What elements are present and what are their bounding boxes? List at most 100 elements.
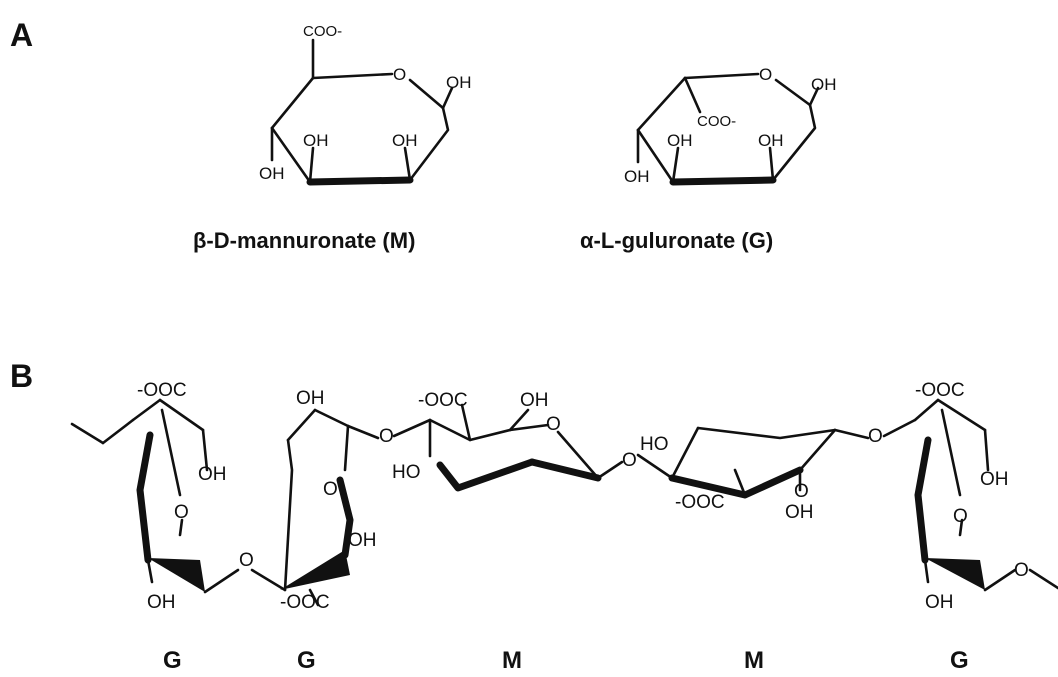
m1-bond-to-link [596,460,624,480]
m2-carboxylate-label: -OOC [675,492,725,513]
g2-carboxylate-label: -OOC [280,592,330,613]
m-bond-oh-mid1 [308,146,315,184]
g1-wedge-c1 [148,558,205,592]
g3-ring-o-label: O [953,506,968,527]
unit-label-g3: G [950,647,969,674]
g2-oh-right-label: OH [348,530,377,551]
link-oxygen-3: O [622,450,637,471]
m2-oh-bottom-label: OH [785,502,814,523]
g1-carboxylate-label: -OOC [137,380,187,401]
m-ring-bond-c5-o [311,72,394,80]
g2-wedge-c1 [280,550,350,590]
m-ring-bond-o-c1 [408,78,445,110]
m1-ring-o-label: O [546,414,561,435]
g1-oh-bottom-label: OH [147,592,176,613]
g2-oh-top-label: OH [296,388,325,409]
m1-ring-bond-c5-o [508,423,550,432]
g2-bond-c4-oh [286,408,317,442]
g1-bond-c5-c [158,398,205,432]
m1-bond-link-c4 [392,418,432,438]
g-bond-oh-mid1 [671,146,680,184]
g-ring-bond-c5-o [683,72,760,80]
g1-bond-o4-c4 [101,418,135,445]
chain-unit-g1: -OOC OH O OH [70,380,240,613]
g2-ring-bond-left [283,438,294,592]
chain-unit-m2: HO -OOC O OH [636,426,870,523]
g-oh-mid1-label: OH [667,131,693,150]
unit-label-g1: G [163,647,182,674]
m2-ring-bond-top [696,426,837,440]
g2-ring-thick-right [336,476,354,559]
alginate-chain: -OOC OH O OH O OH O OH -OOC O [70,380,1058,674]
m-oh-mid1-label: OH [303,131,329,150]
unit-label-m2: M [744,647,764,674]
g2-bond-ring-o [343,424,350,472]
m1-carboxylate-label: -OOC [418,390,468,411]
g-ring-bond-c3-c4 [636,128,675,184]
m-oh-left-label: OH [259,164,285,183]
m1-ho-left-label: HO [392,462,421,483]
m2-bond-carboxylate [733,468,747,497]
g1-ring-o-label: O [174,502,189,523]
g-ring-bond-c4-c5 [636,76,687,132]
g-ring-bond-o-c1 [774,78,812,107]
m1-bond-carboxylate [460,403,472,442]
g2-bond-link-c1 [250,568,287,592]
g-ring-bond-c2-c3 [669,176,777,186]
m-ring-bond-c1-c2 [408,106,450,182]
m-ring-bond-c2-c3 [306,176,414,186]
guluronate-name: α-L-guluronate (G) [580,228,773,253]
link-oxygen-5: O [1014,560,1029,581]
g3-ring-bond-o [958,518,964,537]
g1-bond-c4-c5 [131,398,162,422]
g2-ring-o-label: O [323,479,338,500]
g3-oh-bottom-label: OH [925,592,954,613]
m-oh-anomeric-label: OH [446,73,472,92]
g3-bond-c4-c5 [913,398,940,422]
chain-unit-g3: -OOC OH O OH O [882,380,1058,613]
g1-oh-top-label: OH [198,464,227,485]
m-bond-oh-mid2 [403,146,412,182]
m1-ring-bond-o-c1 [556,430,600,480]
g1-bond-oh [201,428,209,472]
m-ring-bond-c3-c4 [270,126,312,184]
g1-ring-thick-left [136,431,154,564]
m1-ring-thick-front [436,458,536,492]
g-bond-oh-anomeric [808,86,820,107]
g2-bond-carboxylate [308,588,320,607]
m1-bond-oh-top [508,408,530,432]
link-oxygen-4: O [868,426,883,447]
link-oxygen-1: O [239,550,254,571]
link-oxygen-2: O [379,426,394,447]
g1-ring-bond-inner [160,408,182,497]
m2-ring-o-label: O [794,481,809,502]
g-ring-bond-c1-c2 [771,103,817,182]
chain-unit-g2: OH O OH -OOC [250,388,380,613]
g3-oh-right-label: OH [980,469,1009,490]
m2-bond-to-link [833,428,870,440]
m1-ring-thick-right [528,458,602,482]
g3-chain-end-bond [1028,568,1058,590]
m2-bond-c4-c3 [670,426,700,480]
g1-ring-bond-o [178,518,184,537]
g2-bond-to-link [346,424,380,440]
g-carboxylate-label: COO- [697,113,736,130]
m-ring-bond-c4-c5 [270,76,315,130]
m-carboxylate-label: COO- [303,23,342,40]
g-bond-oh-mid2 [768,146,775,182]
m2-ho-left-label: HO [640,434,669,455]
m2-bond-link-c4 [636,453,674,480]
g-bond-carboxylate [683,76,702,114]
g3-carboxylate-label: -OOC [915,380,965,401]
unit-label-g2: G [297,647,316,674]
g1-bond-oh-bottom [146,558,154,584]
g3-bond-c5-c [936,398,987,432]
g-oh-left-label: OH [624,167,650,186]
g3-bond-to-link [983,568,1017,592]
g-ring-oxygen-label: O [759,65,772,84]
m2-ring-bond-right [798,428,837,472]
m-bond-oh-anomeric [441,86,454,110]
chain-unit-m1: -OOC OH O HO [392,390,624,492]
m-ring-oxygen-label: O [393,65,406,84]
